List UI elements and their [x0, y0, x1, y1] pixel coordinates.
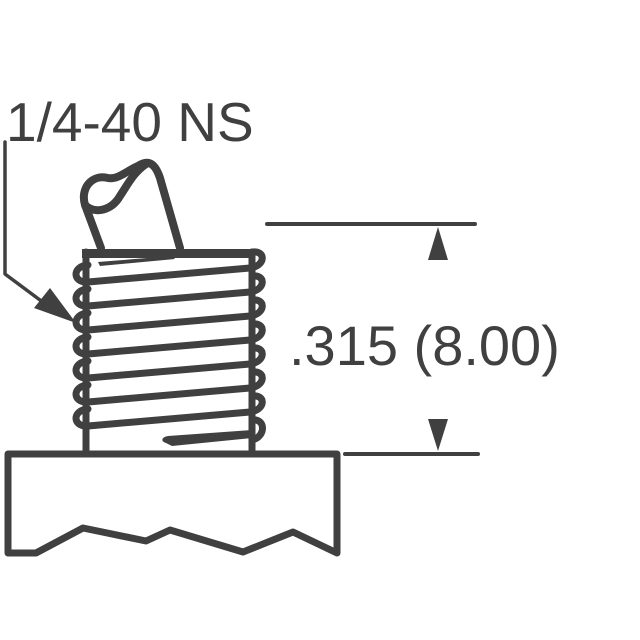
thread-spec-label: 1/4-40 NS	[6, 91, 254, 153]
arrow-down-icon	[428, 419, 448, 451]
leader-arrow	[3, 140, 76, 323]
dimension-lines	[265, 222, 480, 456]
arrowhead-icon	[34, 288, 76, 323]
height-dimension-label: .315 (8.00)	[289, 314, 560, 377]
arrow-up-icon	[428, 227, 448, 260]
threaded-shank	[72, 248, 266, 456]
base-block	[4, 450, 341, 557]
stud-tip	[79, 158, 184, 252]
